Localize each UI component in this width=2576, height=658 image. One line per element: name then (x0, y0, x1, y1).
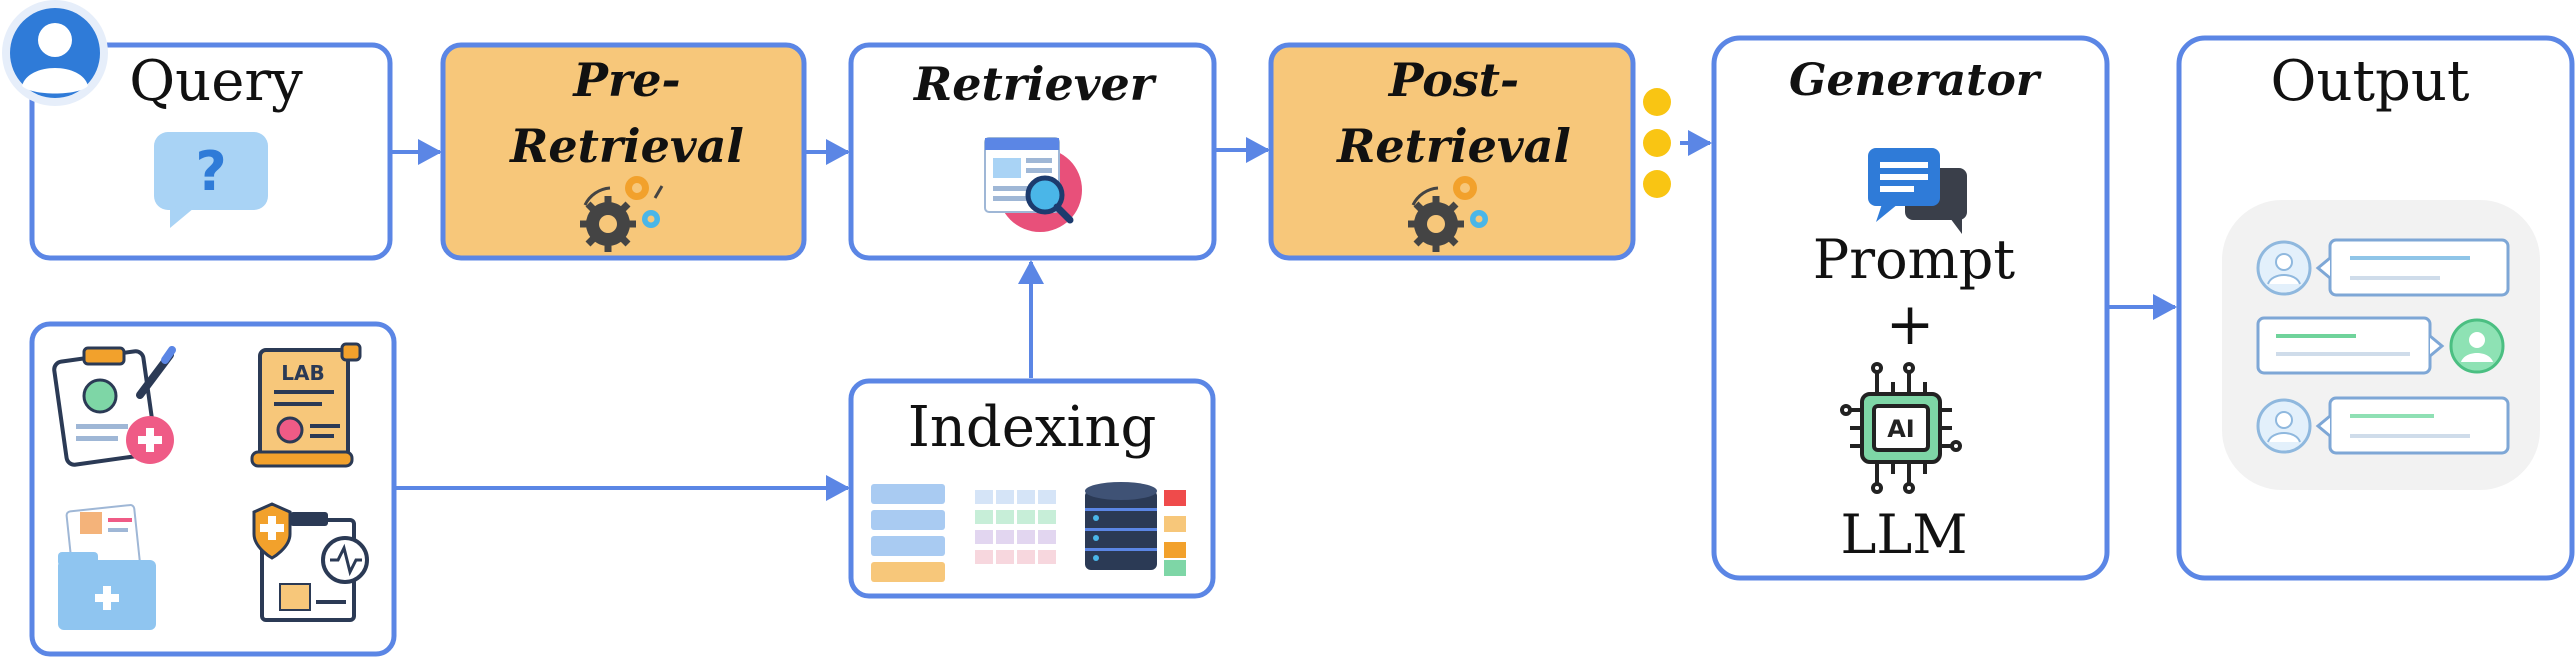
post-retrieval-box (1268, 42, 1636, 261)
medical-record-icon (52, 346, 176, 467)
table-grid-icon (975, 490, 1056, 564)
ai-chip-label: AI (1887, 415, 1915, 443)
health-report-icon (252, 502, 369, 622)
retriever-label: Retriever (912, 57, 1158, 111)
ellipsis-dots (1643, 88, 1671, 198)
post-retrieval-label-line2: Retrieval (1335, 119, 1571, 173)
gears-icon (1408, 176, 1488, 252)
output-label: Output (2271, 49, 2470, 114)
lab-text: LAB (281, 361, 324, 385)
list-blocks-icon (871, 484, 945, 582)
gears-icon (580, 176, 664, 252)
plus-label: + (1886, 290, 1935, 358)
pre-retrieval-box (440, 42, 807, 261)
svg-text:?: ? (195, 140, 226, 203)
patient-folder-icon (58, 504, 156, 630)
chat-bubbles-icon (1868, 148, 1967, 234)
generator-box (1711, 35, 2110, 581)
llm-label: LLM (1840, 503, 1967, 566)
post-retrieval-label-line1: Post- (1387, 53, 1519, 107)
pre-retrieval-label-line2: Retrieval (508, 119, 744, 173)
query-label: Query (129, 49, 303, 114)
chat-conversation-icon (2222, 200, 2540, 490)
question-bubble-icon: ? (154, 132, 268, 228)
generator-label: Generator (1789, 55, 2042, 106)
pre-retrieval-label-line1: Pre- (571, 53, 680, 107)
database-icon (1085, 482, 1186, 576)
user-avatar-icon (2, 0, 108, 106)
lab-report-icon (250, 342, 362, 468)
prompt-label: Prompt (1813, 228, 2015, 291)
search-document-icon (984, 137, 1082, 232)
ai-chip-icon (1840, 362, 1962, 494)
indexing-label: Indexing (908, 395, 1157, 460)
